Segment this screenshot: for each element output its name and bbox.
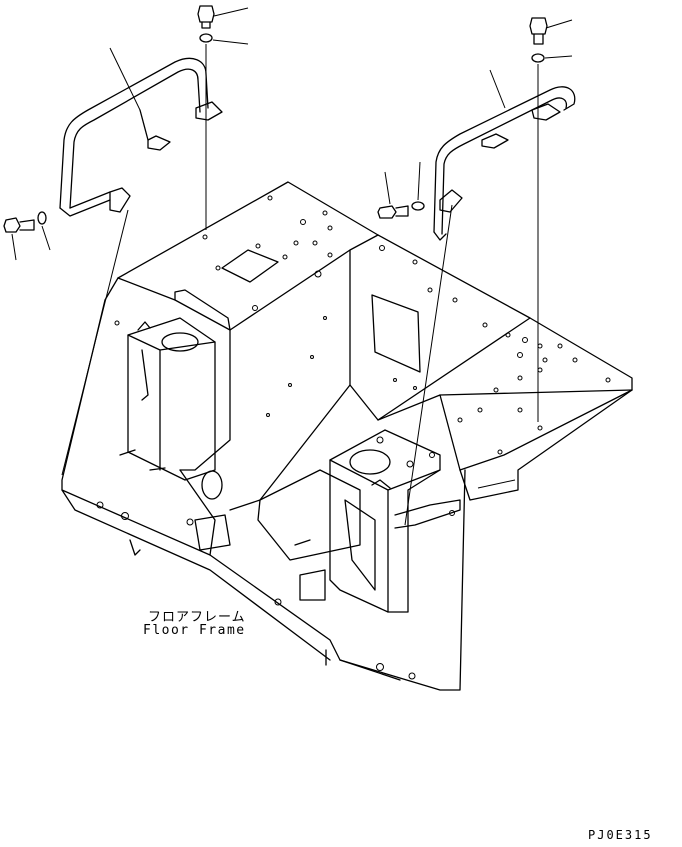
floor-frame-body bbox=[61, 181, 633, 691]
right-handrail bbox=[433, 86, 576, 241]
part-name-japanese: フロアフレーム bbox=[148, 610, 246, 625]
bolt-left bbox=[3, 211, 47, 233]
part-name-english: Floor Frame bbox=[143, 623, 246, 638]
bolt-center bbox=[377, 201, 425, 219]
bolt-top-left bbox=[197, 5, 215, 43]
drawing-code: PJ0E315 bbox=[588, 828, 653, 842]
fasteners bbox=[3, 5, 548, 233]
left-handrail bbox=[59, 57, 223, 217]
bolt-top-right bbox=[529, 17, 548, 63]
deck-holes bbox=[96, 195, 611, 680]
leader-lines bbox=[11, 7, 573, 526]
